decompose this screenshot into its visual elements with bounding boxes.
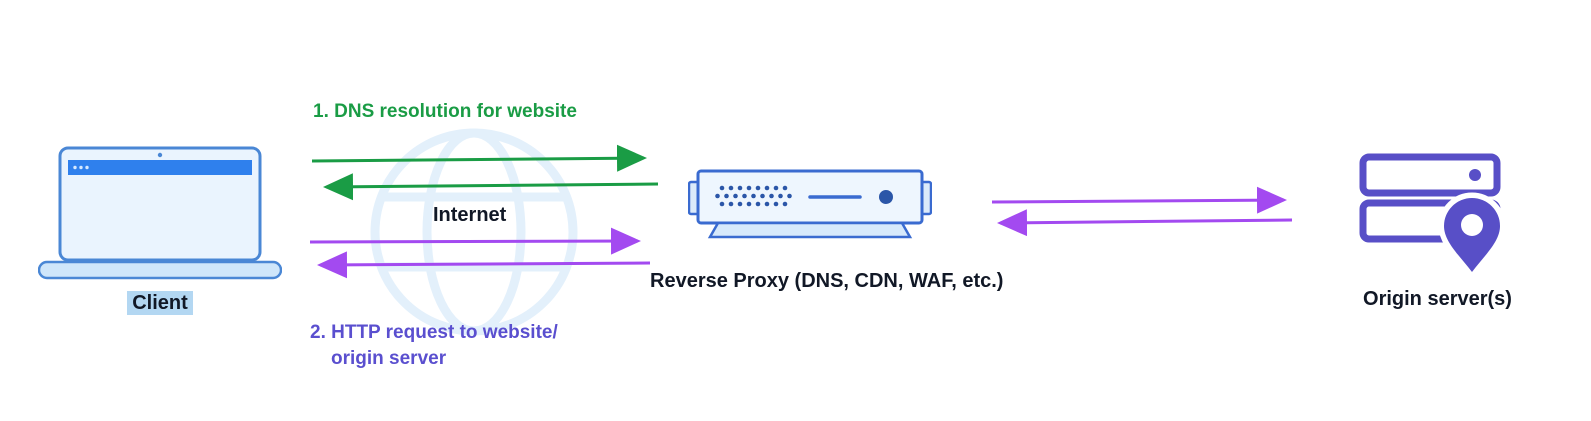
globe-circle (370, 128, 578, 336)
internet-globe-icon (370, 128, 578, 336)
laptop-window-dots (73, 165, 89, 170)
http-step-line2: origin server (331, 348, 447, 369)
reverse-proxy-label: Reverse Proxy (DNS, CDN, WAF, etc.) (650, 270, 1004, 292)
laptop-titlebar (68, 160, 252, 175)
origin-to-proxy-arrow (997, 209, 1293, 237)
http-step-label: 2. HTTP request to website/ origin serve… (310, 320, 558, 372)
globe-meridian (422, 128, 526, 336)
laptop-screen (58, 146, 262, 262)
client-label: Client (127, 291, 193, 315)
client-label-wrap: Client (38, 291, 282, 315)
server-top-dot (1469, 169, 1481, 181)
internet-label: Internet (433, 204, 507, 226)
location-pin-hole (1461, 214, 1483, 236)
proxy-base (707, 221, 913, 239)
server-rack-top (1359, 153, 1501, 197)
origin-label-wrap: Origin server(s) (1340, 288, 1535, 311)
origin-server-label: Origin server(s) (1363, 288, 1512, 310)
laptop-base (38, 260, 282, 280)
reverse-proxy-icon (688, 169, 932, 239)
proxy-to-origin-arrow (991, 186, 1287, 214)
origin-server-icon (1359, 153, 1506, 278)
dns-step-label: 1. DNS resolution for website (313, 101, 577, 122)
client-laptop-icon (38, 146, 282, 280)
proxy-dot-grid (715, 185, 792, 207)
proxy-power-dot (879, 190, 893, 204)
http-step-line1: 2. HTTP request to website/ (310, 322, 558, 343)
laptop-camera-dot (157, 152, 163, 158)
